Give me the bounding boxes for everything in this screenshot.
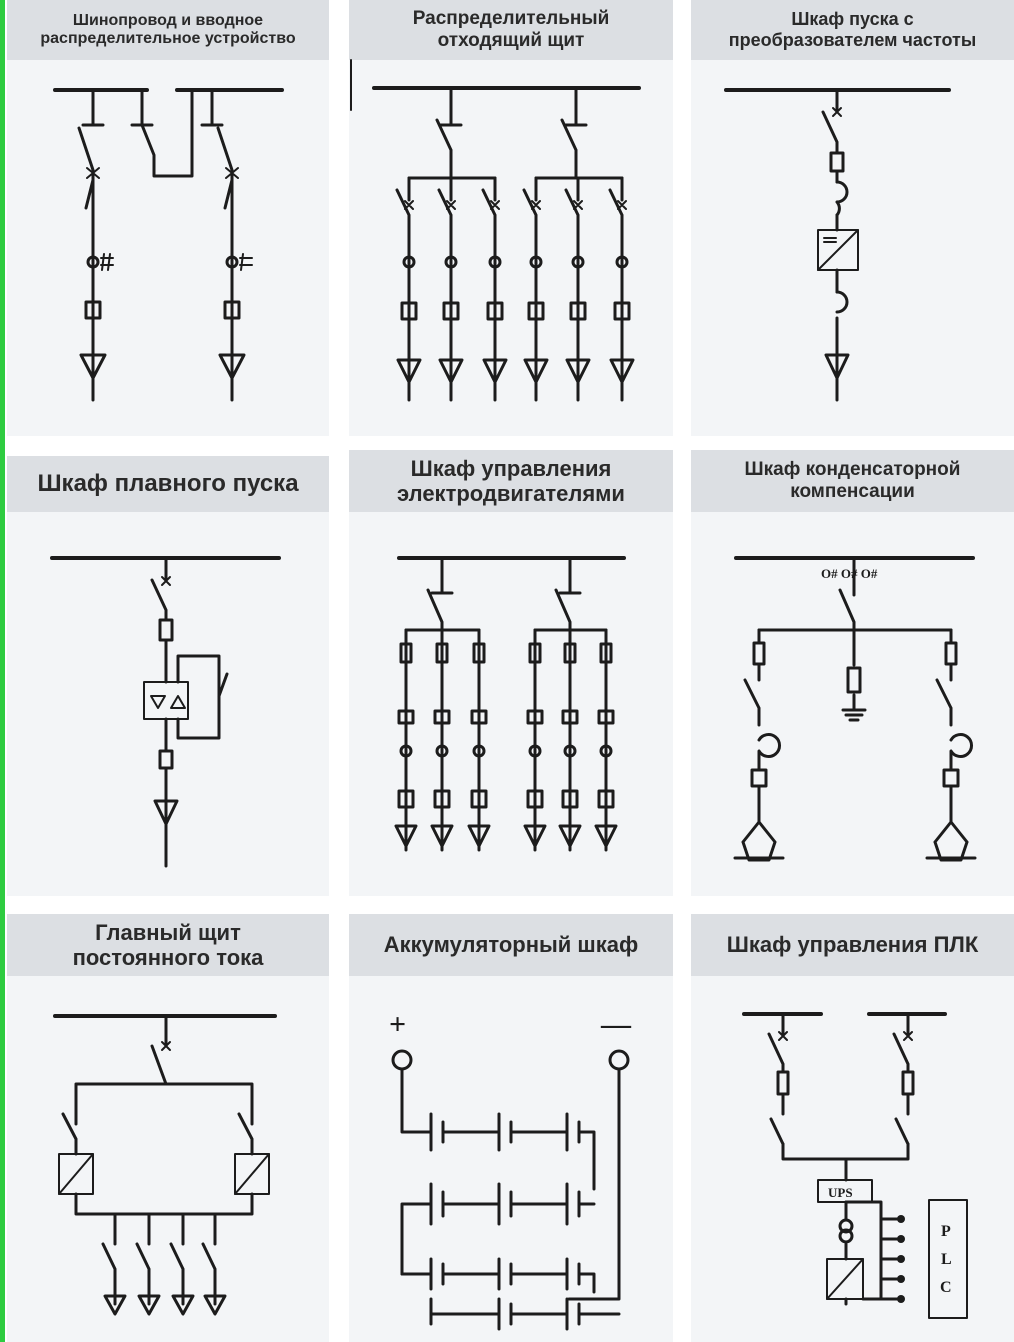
battery-cells xyxy=(400,1112,621,1331)
ups-label: UPS xyxy=(828,1185,853,1200)
panel-title: Аккумуляторный шкаф xyxy=(349,914,673,976)
distribution-board-diagram xyxy=(350,59,641,402)
panel-soft-starter: Шкаф плавного пуска xyxy=(7,456,329,896)
outgoing-feeders xyxy=(395,176,635,402)
plc-letter-p: P xyxy=(941,1223,951,1240)
plc-control-diagram: UPS P L C xyxy=(742,1012,968,1319)
busway-input-diagram xyxy=(53,88,284,402)
motor-feeders xyxy=(394,628,618,852)
panel-title: Шкаф управления ПЛК xyxy=(691,914,1014,976)
capacitor-compensation-diagram: O# O# O# xyxy=(733,556,977,862)
plus-terminal-label: + xyxy=(389,1008,406,1041)
panel-title: Шкаф плавного пуска xyxy=(7,456,329,512)
soft-starter-diagram xyxy=(50,556,281,868)
left-accent-bar xyxy=(0,0,5,1342)
plc-letter-c: C xyxy=(940,1279,952,1296)
plc-letter-l: L xyxy=(941,1251,952,1268)
dc-main-board-diagram xyxy=(53,1014,277,1316)
measurement-marks: O# O# O# xyxy=(821,566,878,581)
panel-plc-control: Шкаф управления ПЛК UPS P L C xyxy=(691,914,1014,1342)
vfd-starter-diagram xyxy=(724,88,951,402)
panel-battery-cabinet: Аккумуляторный шкаф + — xyxy=(349,914,673,1342)
battery-cabinet-diagram: + — xyxy=(389,1008,632,1331)
motor-control-diagram xyxy=(394,556,626,852)
minus-terminal-label: — xyxy=(600,1008,632,1041)
